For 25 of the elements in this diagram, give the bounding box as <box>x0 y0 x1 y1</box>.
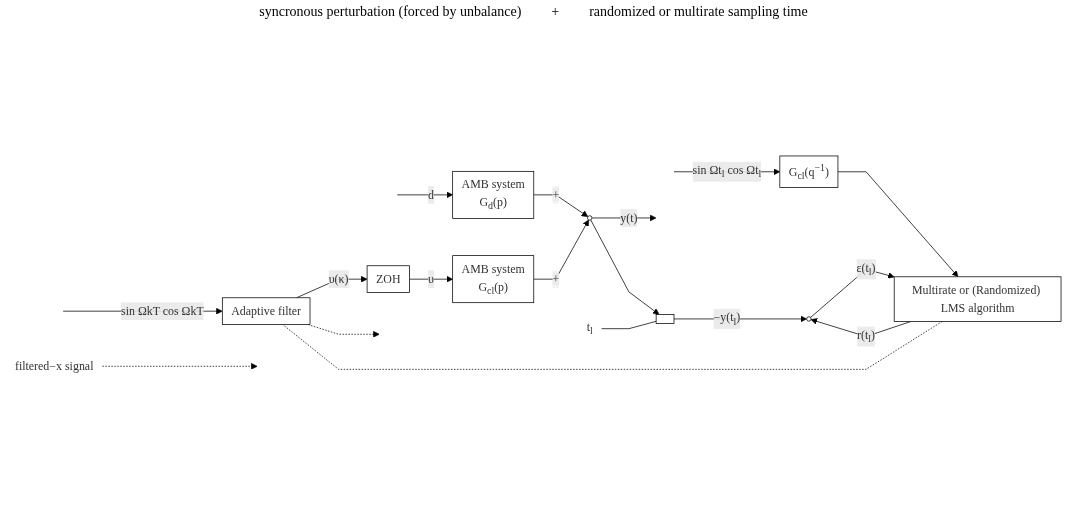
note-text: randomized or multirate sampling time <box>589 4 808 20</box>
note-text: + <box>551 4 560 20</box>
node-text: t$_{l}$ <box>586 320 593 337</box>
node-box: Multirate or (Randomized) LMS algorithm <box>893 276 1062 322</box>
node-circle <box>587 215 593 221</box>
edge-label: υ(κ) <box>328 272 349 286</box>
note-text: syncronous perturbation (forced by unbalance) <box>259 4 522 20</box>
edge-label: ε(t$_{l}$) <box>856 261 876 278</box>
node-box: G$_{cl}$(q$^{−1}$) <box>779 155 839 189</box>
node-box: AMB system G$_{cl}$(p) <box>452 255 535 304</box>
edge-label: + <box>552 272 560 286</box>
edge-label: + <box>552 188 560 201</box>
node-box: ZOH <box>366 265 410 294</box>
node-box: AMB system G$_{d}$(p) <box>452 171 535 219</box>
edge-label: y(t) <box>620 211 638 225</box>
edge-label: sin Ωt$_{l}$ cos Ωt$_{l}$ <box>692 164 762 180</box>
node-circle <box>806 316 812 322</box>
edge-label: υ <box>428 272 435 286</box>
node-box: Adaptive filter <box>221 297 311 326</box>
edge-label: r(t$_{l}$) <box>857 328 876 345</box>
node-box <box>655 314 675 324</box>
edge-label: d <box>428 188 435 201</box>
node-text: filtered−x signal <box>14 359 94 373</box>
edge-label: −y(t$_{l}$) <box>713 311 741 327</box>
edge-label: sin ΩkT cos ΩkT <box>121 304 204 318</box>
